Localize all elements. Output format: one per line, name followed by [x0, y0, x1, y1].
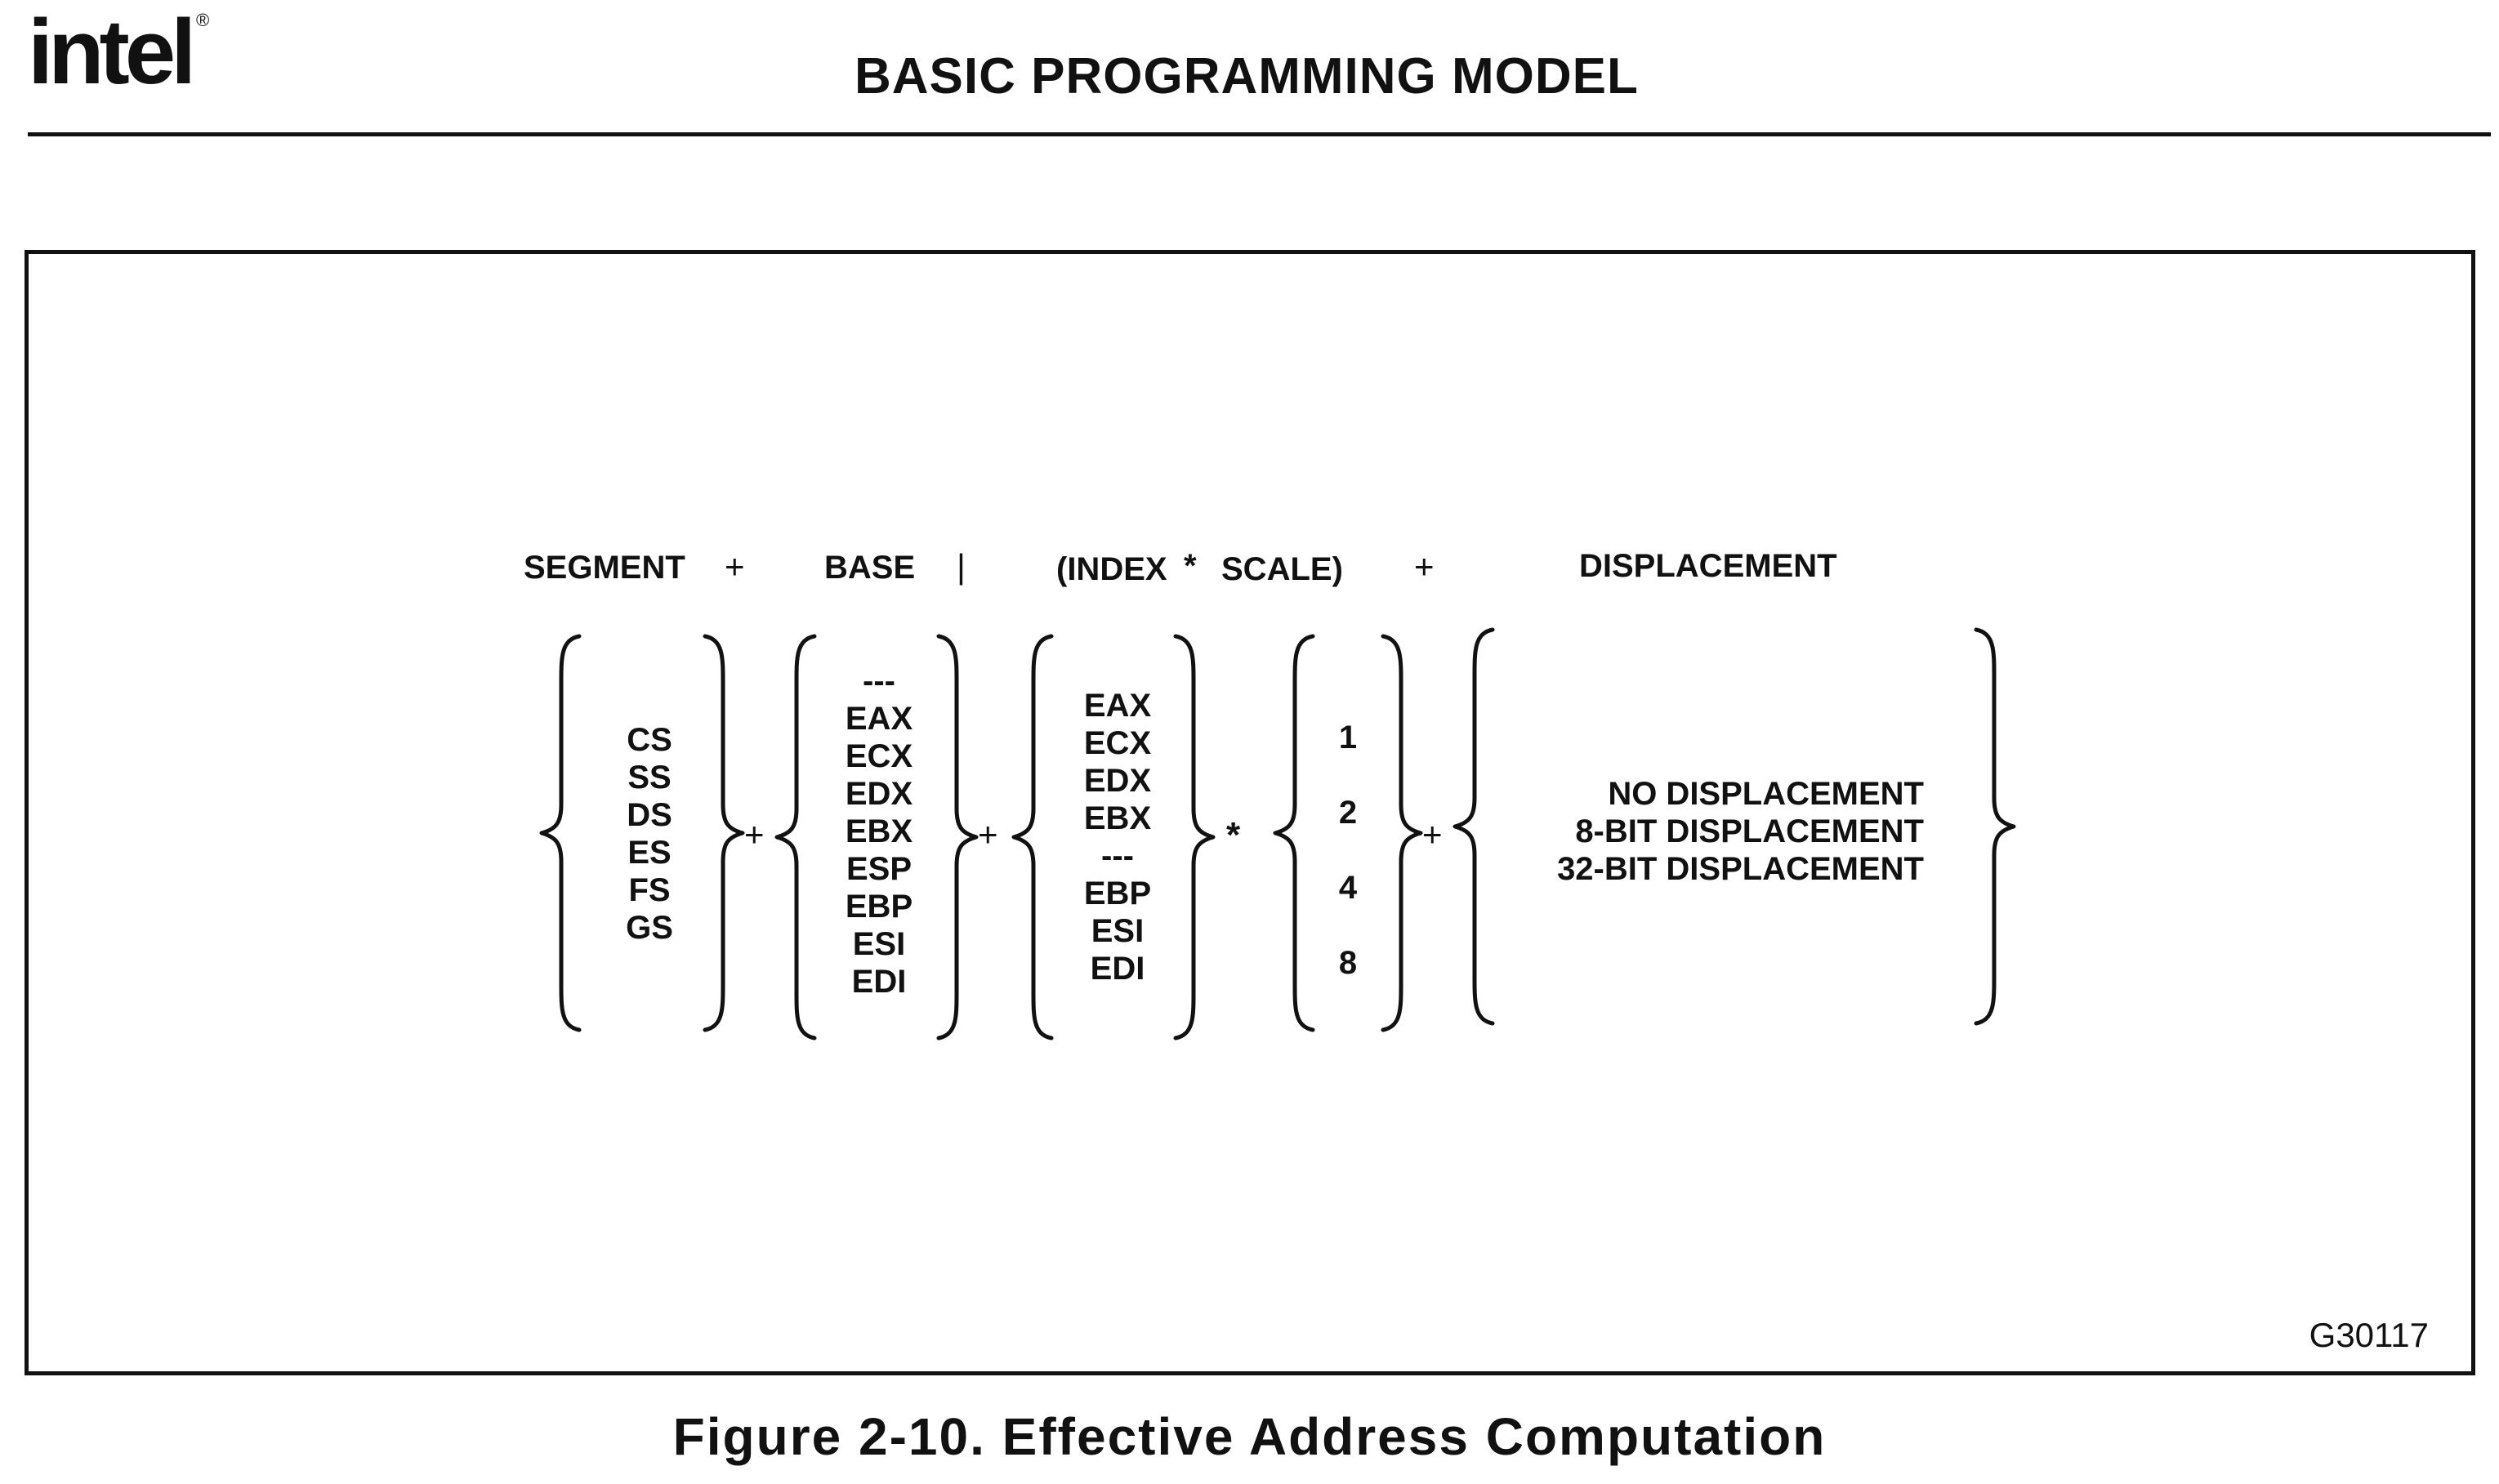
index-left-brace	[1011, 634, 1054, 1041]
base-label: BASE	[824, 550, 916, 586]
scale-item: 1	[1338, 720, 1358, 755]
index-item: EBP	[1083, 876, 1152, 911]
operator-plus-base-index: +	[978, 815, 998, 853]
base-item: EDI	[851, 964, 907, 1000]
segment-item: GS	[626, 910, 673, 946]
base-item: EBP	[845, 889, 913, 925]
index-item: EDI	[1090, 951, 1145, 987]
segment-label: SEGMENT	[524, 550, 685, 586]
page-header-title: BASIC PROGRAMMING MODEL	[855, 48, 1639, 105]
segment-list: CS SS DS ES FS GS	[600, 721, 698, 947]
index-right-brace	[1173, 634, 1216, 1041]
index-item: ECX	[1083, 725, 1152, 761]
index-item: ---	[1101, 838, 1134, 874]
segment-item: FS	[628, 872, 671, 908]
segment-item: CS	[627, 722, 672, 758]
index-label: (INDEX	[1056, 551, 1167, 587]
segment-item: DS	[627, 797, 672, 833]
base-item: EAX	[845, 701, 913, 737]
scale-list: 1 2 4 8	[1319, 700, 1377, 1000]
operator-plus-seg-base: +	[744, 815, 765, 853]
segment-item: ES	[627, 835, 672, 871]
base-left-brace	[774, 634, 817, 1041]
base-item: EDX	[845, 776, 913, 812]
scale-right-brace	[1381, 634, 1423, 1032]
formula-plus-2: |	[957, 547, 966, 586]
displacement-list: NO DISPLACEMENT 8-BIT DISPLACEMENT 32-BI…	[1499, 775, 1924, 888]
header-rule	[28, 132, 2491, 136]
displacement-left-brace	[1453, 627, 1495, 1026]
segment-left-brace	[539, 634, 582, 1032]
formula-plus-3: +	[1414, 547, 1435, 586]
displacement-item: 32-BIT DISPLACEMENT	[1557, 851, 1924, 887]
scale-left-brace	[1273, 634, 1315, 1032]
displacement-label: DISPLACEMENT	[1579, 548, 1837, 584]
operator-plus-scale-disp: +	[1422, 815, 1443, 853]
index-item: ESI	[1091, 913, 1145, 949]
displacement-item: NO DISPLACEMENT	[1608, 776, 1924, 812]
scale-item: 2	[1338, 795, 1358, 831]
base-item: ECX	[845, 738, 913, 774]
operator-times-index-scale: *	[1226, 815, 1241, 855]
formula-plus-1: +	[725, 547, 745, 586]
registered-mark: ®	[196, 10, 210, 30]
index-item: EBX	[1083, 800, 1152, 836]
index-list: EAX ECX EDX EBX --- EBP ESI EDI	[1064, 687, 1171, 987]
displacement-item: 8-BIT DISPLACEMENT	[1575, 813, 1924, 849]
scale-label: SCALE)	[1221, 551, 1343, 587]
scale-item: 8	[1338, 945, 1358, 981]
intel-logo: intel®	[28, 7, 209, 98]
base-item: ESI	[852, 926, 906, 962]
figure-frame: SEGMENT + BASE | (INDEX * SCALE) + DISPL…	[25, 250, 2475, 1375]
base-item: ESP	[846, 851, 913, 887]
scale-item: 4	[1338, 870, 1358, 906]
segment-right-brace	[703, 634, 745, 1032]
displacement-right-brace	[1974, 627, 2016, 1026]
figure-caption: Figure 2-10. Effective Address Computati…	[672, 1407, 1827, 1466]
index-item: EAX	[1083, 688, 1152, 724]
segment-item: SS	[627, 760, 672, 795]
logo-text: intel	[28, 1, 196, 103]
index-item: EDX	[1083, 763, 1152, 799]
base-item: ---	[863, 663, 895, 699]
base-right-brace	[936, 634, 979, 1041]
base-item: EBX	[845, 813, 913, 849]
times-symbol: *	[1184, 548, 1197, 584]
base-list: --- EAX ECX EDX EBX ESP EBP ESI EDI	[826, 662, 932, 1000]
figure-id: G30117	[2309, 1316, 2429, 1354]
